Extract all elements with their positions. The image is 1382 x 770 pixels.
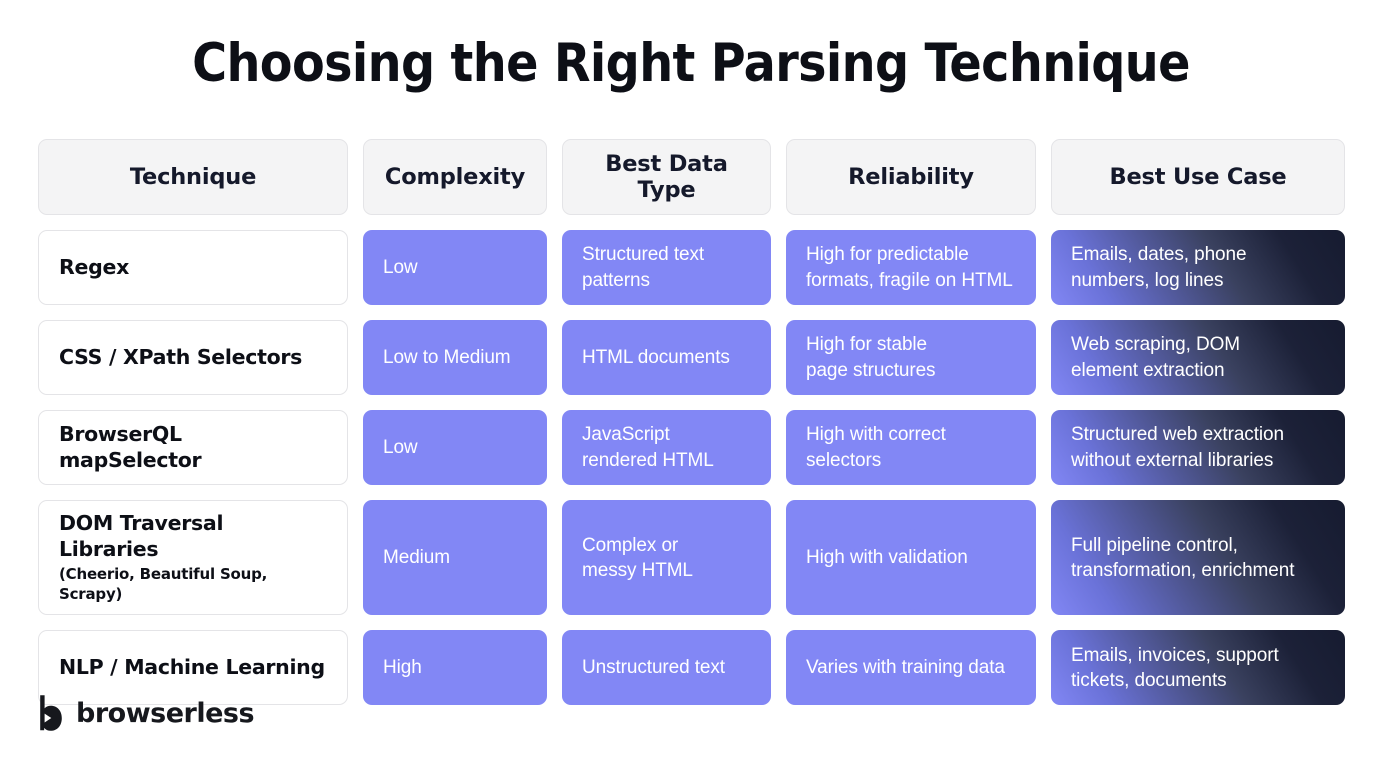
- cell-technique: NLP / Machine Learning: [38, 630, 348, 706]
- cell-value: Structured text patterns: [582, 244, 705, 291]
- brand-footer: browserless: [38, 694, 255, 732]
- cell-value: Emails, dates, phone numbers, log lines: [1071, 244, 1247, 291]
- technique-label: NLP / Machine Learning: [59, 654, 325, 679]
- cell-reliability: Varies with training data: [786, 630, 1036, 706]
- cell-best-use-case: Web scraping, DOM element extraction: [1051, 320, 1345, 395]
- cell-best-data-type: Unstructured text: [562, 630, 771, 706]
- cell-value: Full pipeline control, transformation, e…: [1071, 534, 1295, 581]
- cell-value: High: [383, 657, 422, 679]
- technique-label: CSS / XPath Selectors: [59, 344, 303, 369]
- header-label: Reliability: [848, 164, 974, 190]
- column-header-best-data-type: Best Data Type: [562, 139, 771, 215]
- technique-label: Regex: [59, 254, 129, 279]
- cell-value: Varies with training data: [806, 657, 1005, 679]
- table-row: BrowserQL mapSelector Low JavaScript ren…: [38, 410, 1345, 485]
- cell-value: Medium: [383, 547, 450, 569]
- header-label: Technique: [129, 164, 257, 190]
- cell-best-data-type: Structured text patterns: [562, 230, 771, 305]
- cell-value: Low to Medium: [383, 346, 511, 368]
- cell-value: Emails, invoices, support tickets, docum…: [1071, 644, 1279, 691]
- browserless-b-mark-icon: [38, 694, 64, 732]
- cell-best-data-type: JavaScript rendered HTML: [562, 410, 771, 485]
- table-row: CSS / XPath Selectors Low to Medium HTML…: [38, 320, 1345, 395]
- header-label: Best Use Case: [1109, 164, 1287, 190]
- table-row: Regex Low Structured text patterns High …: [38, 230, 1345, 305]
- cell-value: Low: [383, 436, 418, 458]
- cell-best-use-case: Full pipeline control, transformation, e…: [1051, 500, 1345, 616]
- page-title: Choosing the Right Parsing Technique: [192, 33, 1190, 94]
- cell-complexity: Medium: [363, 500, 547, 616]
- cell-technique: BrowserQL mapSelector: [38, 410, 348, 485]
- cell-best-use-case: Structured web extraction without extern…: [1051, 410, 1345, 485]
- cell-value: Complex or messy HTML: [582, 534, 693, 581]
- table-row: NLP / Machine Learning High Unstructured…: [38, 630, 1345, 706]
- column-header-reliability: Reliability: [786, 139, 1036, 215]
- cell-complexity: Low: [363, 230, 547, 305]
- cell-value: High for stable page structures: [806, 334, 936, 381]
- cell-value: Low: [383, 256, 418, 278]
- cell-value: HTML documents: [582, 346, 730, 368]
- cell-complexity: High: [363, 630, 547, 706]
- column-header-complexity: Complexity: [363, 139, 547, 215]
- table-header-row: Technique Complexity Best Data Type Reli…: [38, 139, 1345, 215]
- cell-reliability: High with correct selectors: [786, 410, 1036, 485]
- cell-reliability: High with validation: [786, 500, 1036, 616]
- cell-reliability: High for stable page structures: [786, 320, 1036, 395]
- cell-value: Web scraping, DOM element extraction: [1071, 334, 1241, 381]
- cell-complexity: Low: [363, 410, 547, 485]
- comparison-table: Technique Complexity Best Data Type Reli…: [38, 139, 1345, 706]
- column-header-best-use-case: Best Use Case: [1051, 139, 1345, 215]
- cell-best-use-case: Emails, invoices, support tickets, docum…: [1051, 630, 1345, 706]
- cell-technique: DOM Traversal Libraries (Cheerio, Beauti…: [38, 500, 348, 616]
- cell-technique: CSS / XPath Selectors: [38, 320, 348, 395]
- header-label: Best Data Type: [605, 151, 728, 203]
- cell-value: High with validation: [806, 547, 968, 569]
- technique-label: BrowserQL mapSelector: [59, 421, 202, 472]
- cell-technique: Regex: [38, 230, 348, 305]
- brand-wordmark: browserless: [76, 697, 255, 729]
- cell-value: JavaScript rendered HTML: [582, 424, 714, 471]
- cell-best-use-case: Emails, dates, phone numbers, log lines: [1051, 230, 1345, 305]
- technique-sublabel: (Cheerio, Beautiful Soup, Scrapy): [59, 565, 268, 603]
- cell-value: High with correct selectors: [806, 424, 946, 471]
- header-label: Complexity: [384, 164, 526, 190]
- cell-best-data-type: HTML documents: [562, 320, 771, 395]
- cell-value: High for predictable formats, fragile on…: [806, 244, 1013, 291]
- cell-complexity: Low to Medium: [363, 320, 547, 395]
- cell-best-data-type: Complex or messy HTML: [562, 500, 771, 616]
- technique-label: DOM Traversal Libraries: [59, 511, 224, 561]
- table-row: DOM Traversal Libraries (Cheerio, Beauti…: [38, 500, 1345, 616]
- cell-reliability: High for predictable formats, fragile on…: [786, 230, 1036, 305]
- cell-value: Unstructured text: [582, 657, 725, 679]
- cell-value: Structured web extraction without extern…: [1071, 424, 1284, 471]
- column-header-technique: Technique: [38, 139, 348, 215]
